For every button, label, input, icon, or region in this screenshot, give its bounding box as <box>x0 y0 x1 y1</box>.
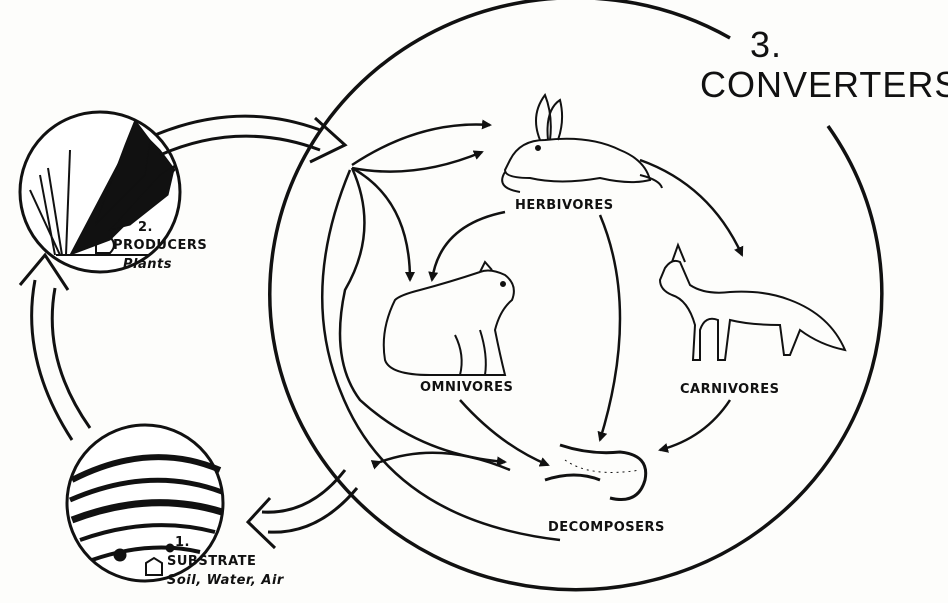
worm-illustration <box>545 445 646 500</box>
bear-illustration <box>384 262 514 375</box>
cycle-arrow-substrate-to-producers <box>20 255 90 440</box>
producers-sublabel: Plants <box>123 257 172 272</box>
rabbit-illustration <box>502 95 662 192</box>
converters-title: CONVERTERS <box>700 64 948 106</box>
producers-number: 2. <box>138 220 153 235</box>
decomposers-label: DECOMPOSERS <box>548 520 665 535</box>
herbivores-label: HERBIVORES <box>515 198 614 213</box>
substrate-label: SUBSTRATE <box>167 554 256 569</box>
converters-number: 3. <box>750 24 782 66</box>
fox-illustration <box>660 245 845 360</box>
substrate-sublabel: Soil, Water, Air <box>167 573 284 588</box>
substrate-number: 1. <box>175 535 190 550</box>
omnivores-label: OMNIVORES <box>420 380 513 395</box>
carnivores-label: CARNIVORES <box>680 382 779 397</box>
producers-label: PRODUCERS <box>113 238 207 253</box>
